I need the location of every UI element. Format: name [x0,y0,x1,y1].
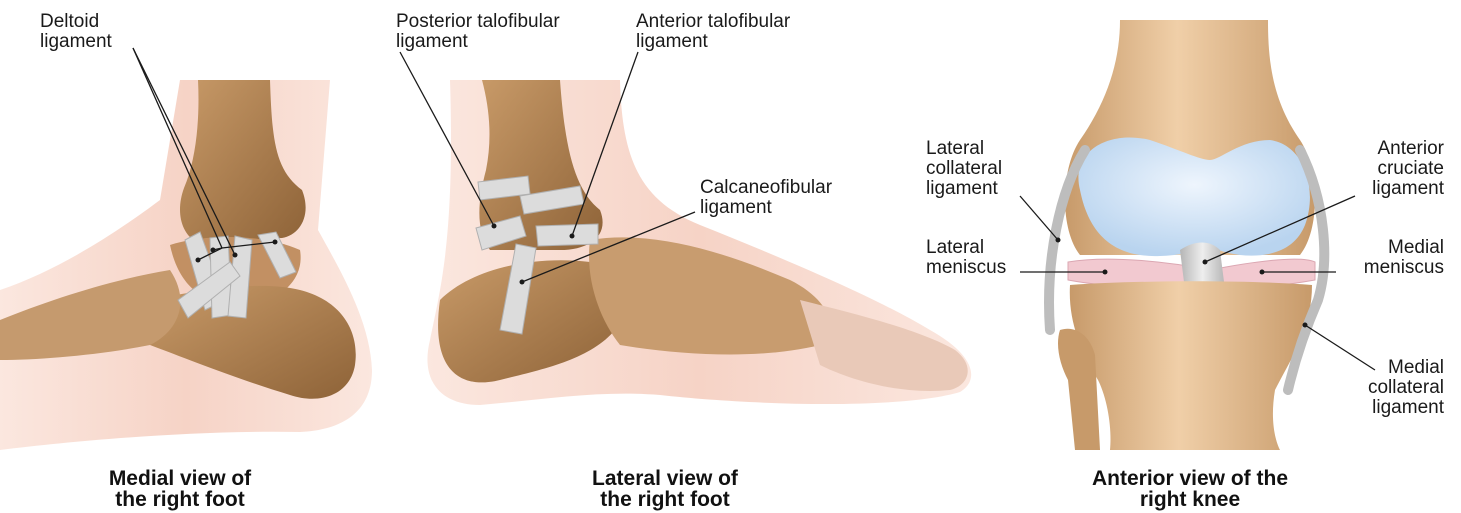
caption-line: Medial view of [80,468,280,489]
caption-line: Anterior view of the [1060,468,1320,489]
caption-anterior-knee-view: Anterior view of the right knee [1060,468,1320,510]
label-line: Medial [1340,238,1444,258]
label-lateral-collateral-ligament: Lateral collateral ligament [926,139,1002,199]
caption-line: right knee [1060,489,1320,510]
label-line: Lateral [926,139,1002,159]
label-line: Lateral [926,238,1006,258]
caption-line: the right foot [80,489,280,510]
label-line: ligament [396,32,560,52]
label-line: collateral [1340,378,1444,398]
label-deltoid-ligament: Deltoid ligament [40,12,112,52]
label-line: ligament [926,179,1002,199]
label-line: ligament [40,32,112,52]
label-line: Deltoid [40,12,112,32]
caption-medial-view: Medial view of the right foot [80,468,280,510]
label-line: ligament [1340,179,1444,199]
medial-foot-figure [0,80,372,450]
label-medial-meniscus: Medial meniscus [1340,238,1444,278]
label-line: ligament [1340,398,1444,418]
label-anterior-talofibular-ligament: Anterior talofibular ligament [636,12,790,52]
label-line: meniscus [1340,258,1444,278]
label-calcaneofibular-ligament: Calcaneofibular ligament [700,178,832,218]
label-anterior-cruciate-ligament: Anterior cruciate ligament [1340,139,1444,199]
label-line: Anterior talofibular [636,12,790,32]
label-line: Medial [1340,358,1444,378]
label-line: meniscus [926,258,1006,278]
lateral-midfoot [589,237,830,354]
label-line: Anterior [1340,139,1444,159]
label-posterior-talofibular-ligament: Posterior talofibular ligament [396,12,560,52]
caption-line: Lateral view of [565,468,765,489]
label-line: cruciate [1340,159,1444,179]
label-line: collateral [926,159,1002,179]
label-lateral-meniscus: Lateral meniscus [926,238,1006,278]
label-line: Posterior talofibular [396,12,560,32]
label-line: ligament [636,32,790,52]
lateral-foot-figure [427,80,971,405]
caption-line: the right foot [565,489,765,510]
label-medial-collateral-ligament: Medial collateral ligament [1340,358,1444,418]
label-line: Calcaneofibular [700,178,832,198]
caption-lateral-view: Lateral view of the right foot [565,468,765,510]
label-line: ligament [700,198,832,218]
tibia-plateau [1070,281,1312,450]
knee-figure [1049,20,1324,450]
